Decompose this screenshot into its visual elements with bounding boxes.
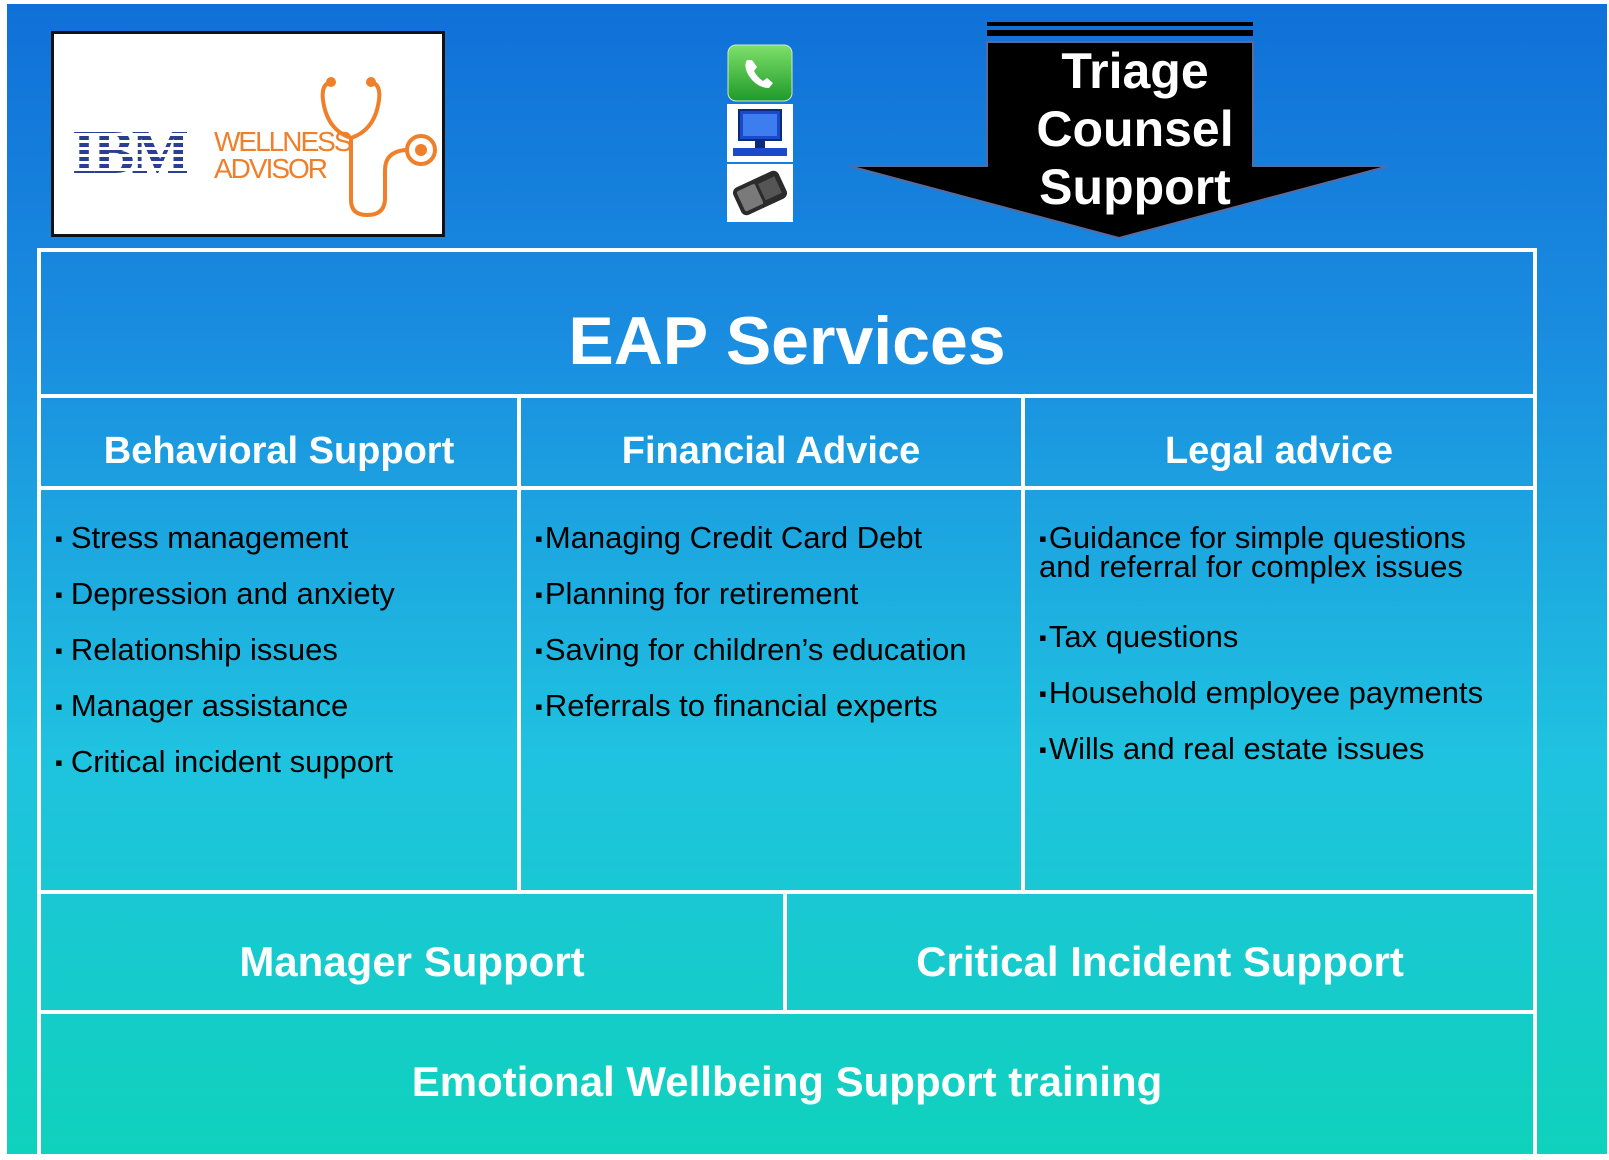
- arrow-text: Triage Counsel Support: [985, 42, 1285, 216]
- financial-advice-list: Managing Credit Card Debt Planning for r…: [535, 510, 967, 734]
- arrow-line-triage: Triage: [1061, 43, 1209, 99]
- contact-icons: [727, 44, 793, 224]
- behavioral-support-list-panel: Stress management Depression and anxiety…: [37, 486, 521, 894]
- list-item: Household employee payments: [1039, 665, 1509, 721]
- slide: IBM WELLNESS ADVISOR: [7, 4, 1607, 1154]
- list-item: Tax questions: [1039, 609, 1509, 665]
- list-item: Relationship issues: [55, 622, 395, 678]
- legal-advice-list: Guidance for simple questions and referr…: [1039, 522, 1509, 777]
- financial-advice-header: Financial Advice: [517, 394, 1025, 490]
- list-item: Stress management: [55, 510, 395, 566]
- phone-icon: [727, 44, 793, 102]
- eap-services-title: EAP Services: [568, 303, 1006, 379]
- list-item: Depression and anxiety: [55, 566, 395, 622]
- wordmark-line-1: WELLNESS: [214, 126, 352, 157]
- list-item: Managing Credit Card Debt: [535, 510, 966, 566]
- emotional-wellbeing-label: Emotional Wellbeing Support training: [411, 1058, 1163, 1105]
- eap-services-header: EAP Services: [37, 248, 1537, 398]
- arrow-line-counsel: Counsel: [1036, 101, 1234, 157]
- legal-advice-list-panel: Guidance for simple questions and referr…: [1021, 486, 1537, 894]
- emotional-wellbeing-panel: Emotional Wellbeing Support training: [37, 1010, 1537, 1154]
- wellness-advisor-wordmark: WELLNESS ADVISOR: [214, 126, 352, 184]
- ibm-wellness-advisor-logo: IBM WELLNESS ADVISOR: [51, 31, 445, 237]
- manager-support-panel: Manager Support: [37, 890, 787, 1014]
- list-item: Planning for retirement: [535, 566, 966, 622]
- handheld-device-icon: [727, 164, 793, 222]
- list-item: Referrals to financial experts: [535, 678, 966, 734]
- financial-advice-list-panel: Managing Credit Card Debt Planning for r…: [517, 486, 1025, 894]
- behavioral-support-list: Stress management Depression and anxiety…: [55, 510, 395, 790]
- list-item: Critical incident support: [55, 734, 395, 790]
- behavioral-support-heading: Behavioral Support: [103, 430, 455, 472]
- stethoscope-icon: [320, 77, 437, 218]
- computer-icon: [727, 104, 793, 162]
- financial-advice-heading: Financial Advice: [621, 430, 921, 472]
- critical-incident-support-label: Critical Incident Support: [916, 938, 1404, 985]
- legal-advice-header: Legal advice: [1021, 394, 1537, 490]
- manager-support-label: Manager Support: [239, 938, 585, 985]
- list-item: Wills and real estate issues: [1039, 721, 1509, 777]
- triage-arrow: [848, 16, 1390, 251]
- list-item: Saving for children’s education: [535, 622, 967, 678]
- arrow-line-support: Support: [1039, 159, 1231, 215]
- list-item: Manager assistance: [55, 678, 395, 734]
- ibm-logo-text: IBM: [72, 119, 190, 187]
- list-item: Guidance for simple questions and referr…: [1039, 522, 1509, 582]
- wordmark-line-2: ADVISOR: [214, 153, 328, 184]
- behavioral-support-header: Behavioral Support: [37, 394, 521, 490]
- critical-incident-support-panel: Critical Incident Support: [783, 890, 1537, 1014]
- legal-advice-heading: Legal advice: [1164, 430, 1394, 472]
